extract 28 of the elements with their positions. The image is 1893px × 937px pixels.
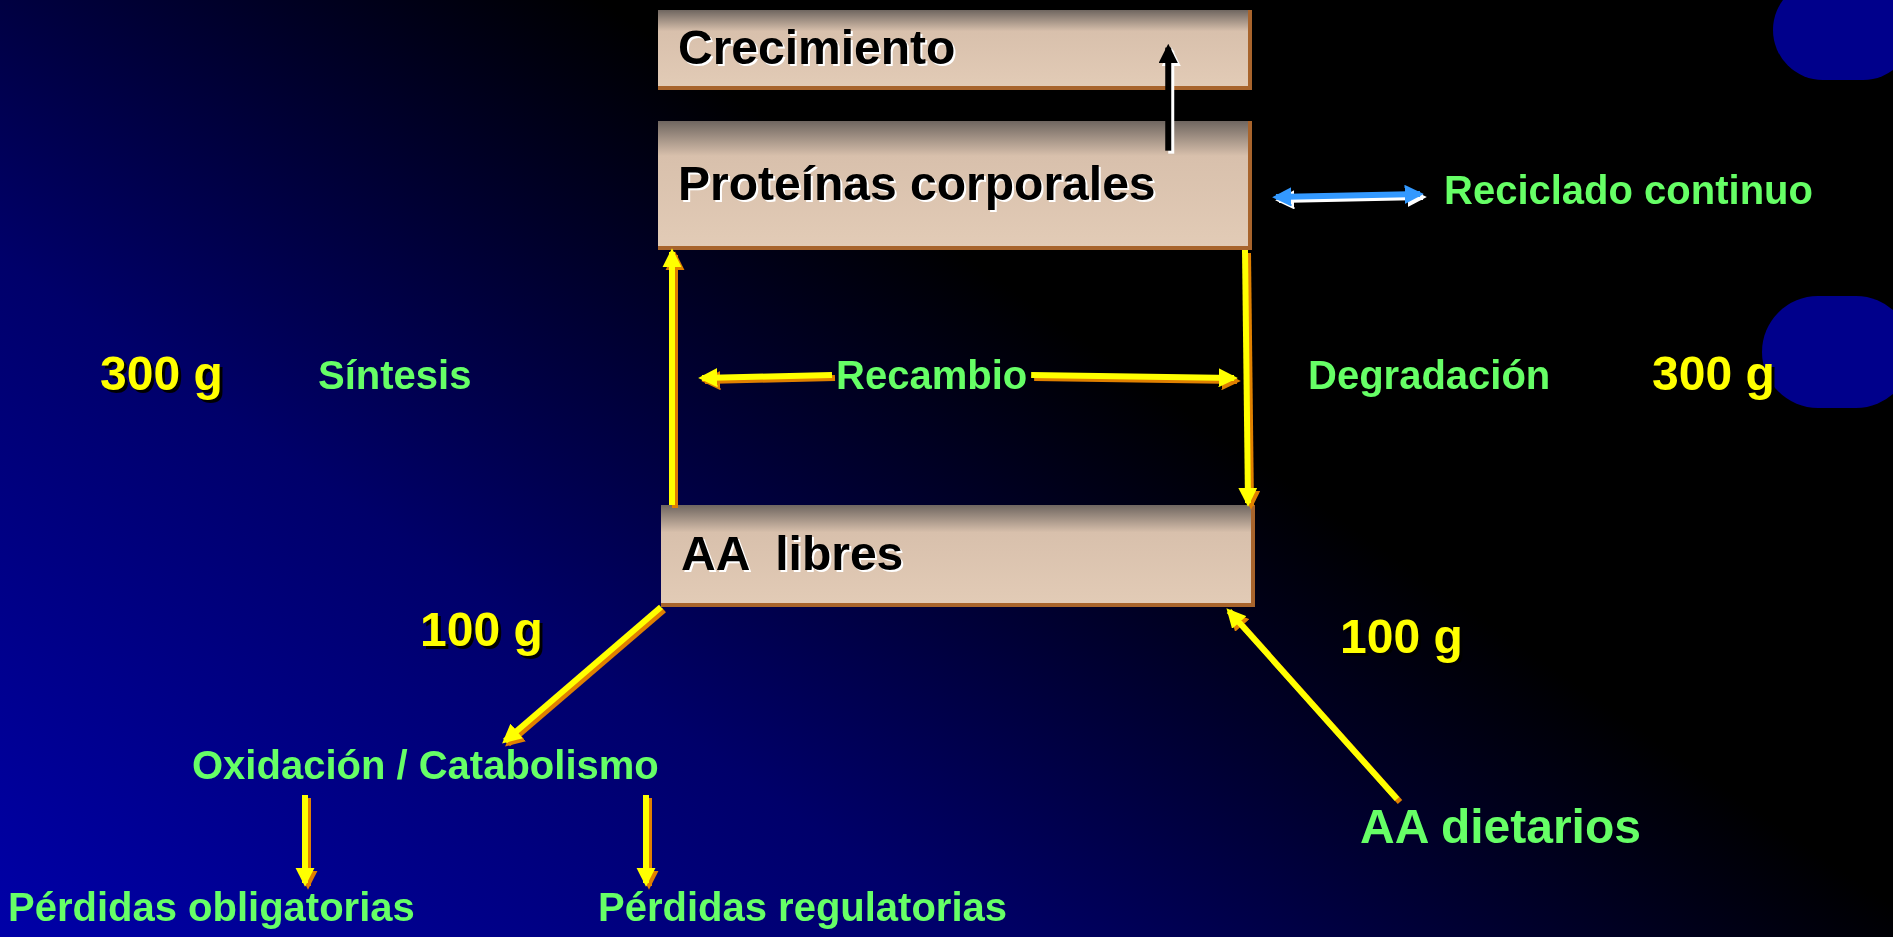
text-label: Recambio <box>836 355 1028 395</box>
process-box <box>661 505 1255 607</box>
arrow <box>1238 249 1258 507</box>
arrow <box>636 795 656 887</box>
arrow <box>662 248 682 505</box>
quantity-label: 100 g <box>420 606 543 654</box>
process-box <box>658 10 1252 90</box>
quantity-label: 300 g <box>100 350 223 398</box>
arrow <box>295 795 315 887</box>
text-label: AA dietarios <box>1360 803 1641 851</box>
text-label: Reciclado continuo <box>1444 170 1813 210</box>
box-label: AA libres <box>681 530 904 578</box>
arrow <box>1226 608 1400 801</box>
text-label: Pérdidas obligatorias <box>8 887 415 927</box>
box-label: Proteínas corporales <box>678 159 1156 208</box>
text-label: Oxidación / Catabolismo <box>192 745 659 785</box>
quantity-label: 300 g <box>1652 350 1775 398</box>
arrow <box>1031 368 1238 388</box>
quantity-label: 100 g <box>1340 613 1463 661</box>
arrow <box>502 604 663 744</box>
box-label: Crecimiento <box>678 24 956 72</box>
text-label: Degradación <box>1308 355 1551 395</box>
arrow <box>698 368 833 388</box>
arrow <box>1272 184 1424 207</box>
text-label: Pérdidas regulatorias <box>598 887 1008 927</box>
text-label: Síntesis <box>318 355 472 395</box>
process-box <box>658 121 1252 250</box>
arrow <box>1158 43 1178 151</box>
